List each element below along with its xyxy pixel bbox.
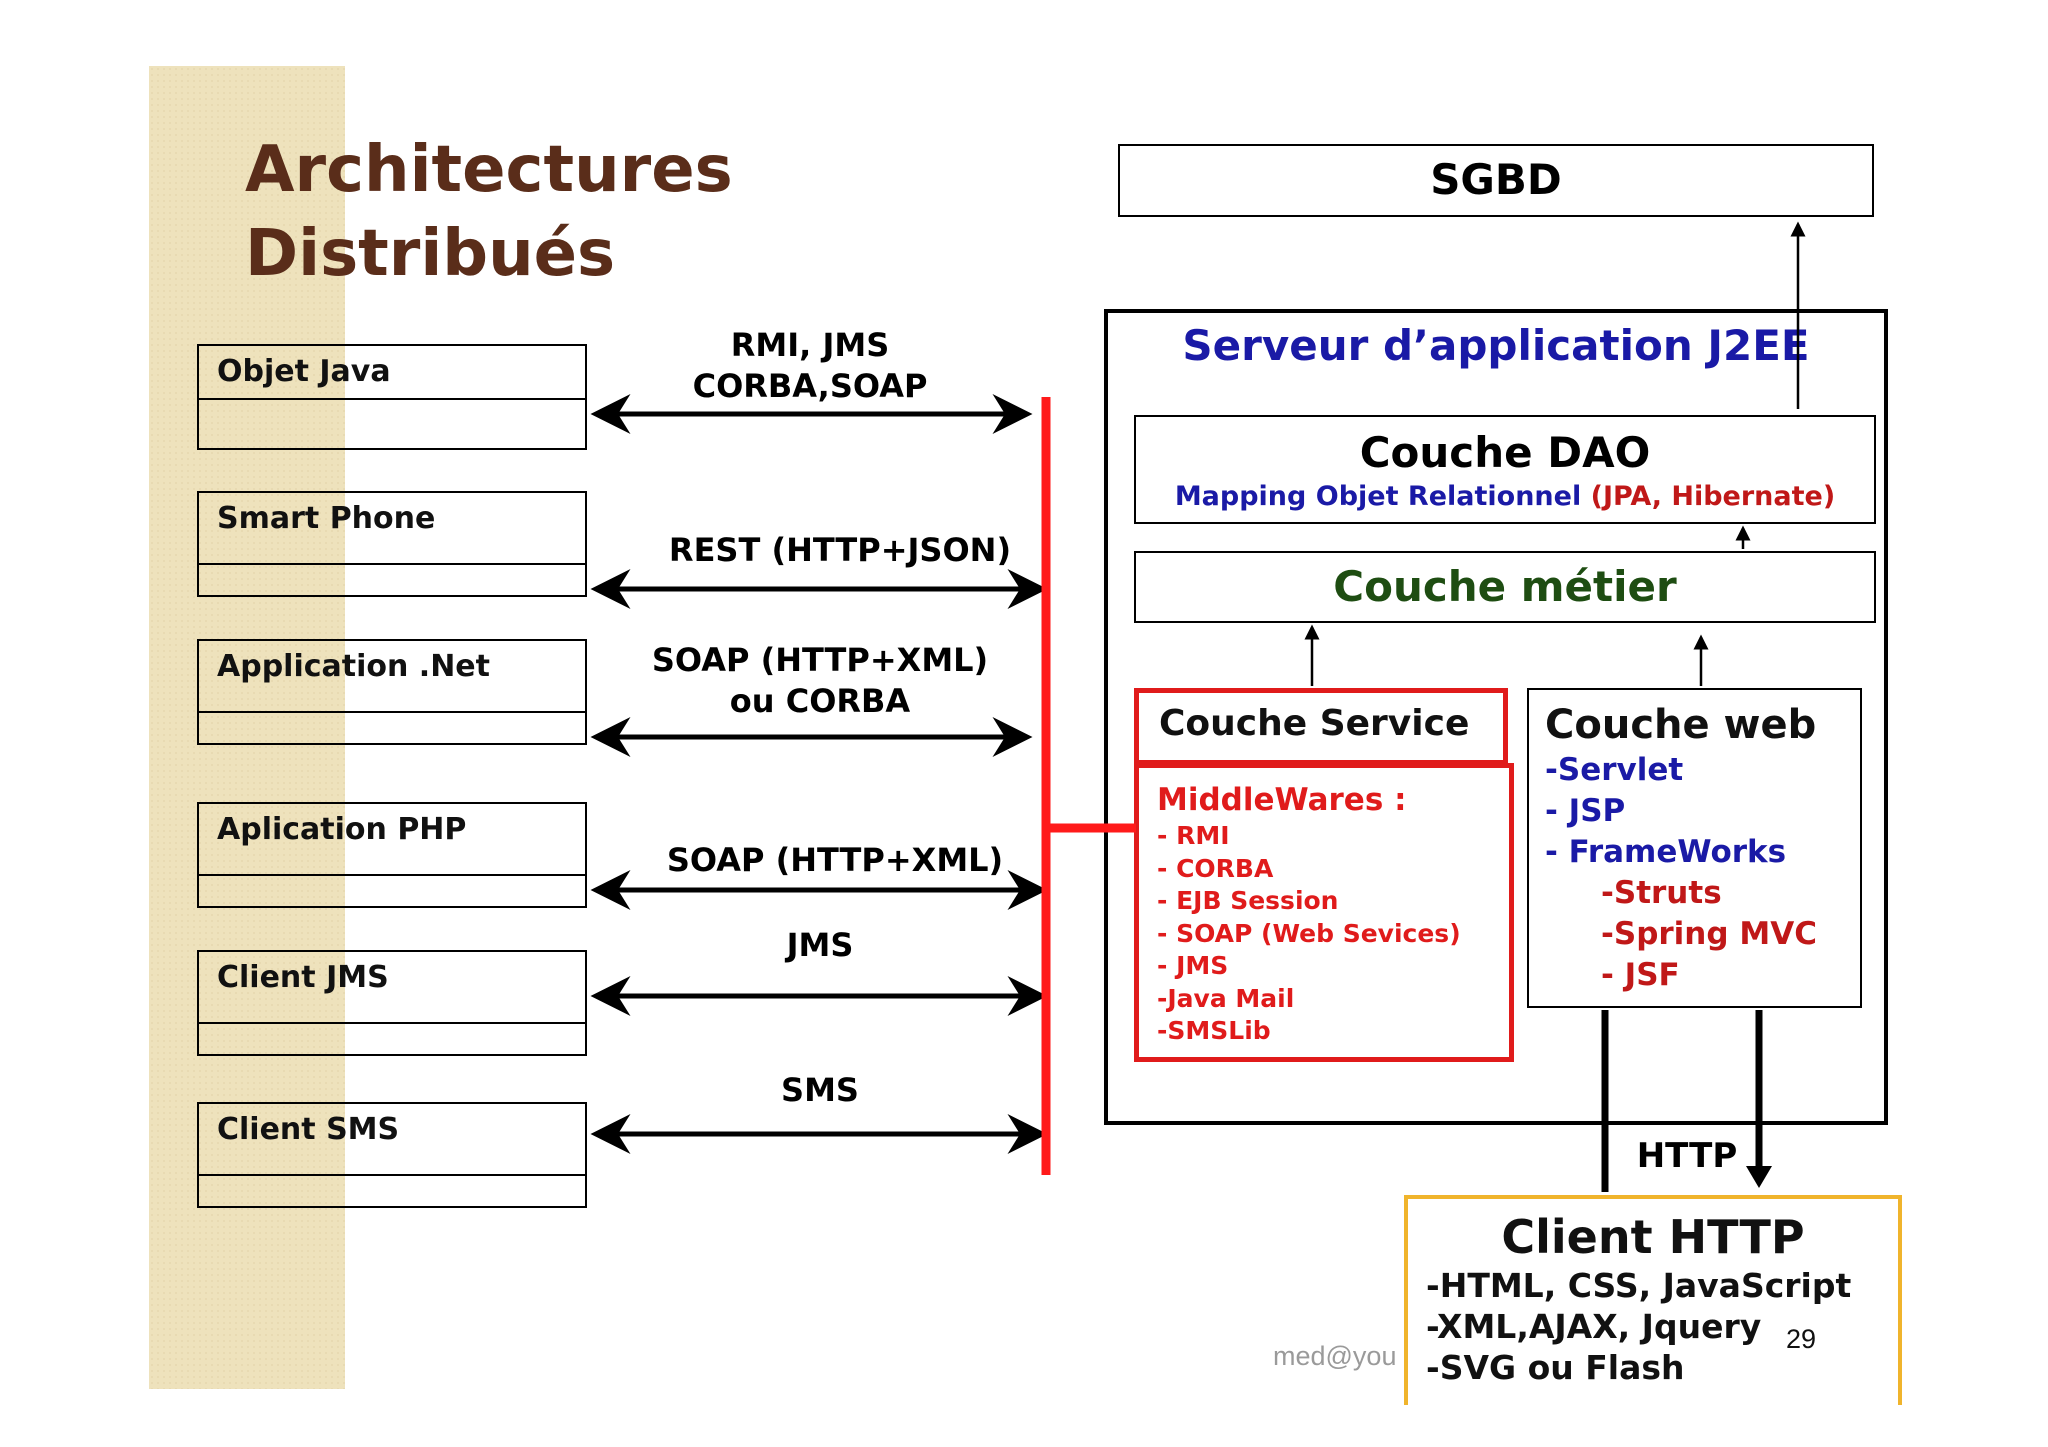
- slide-title: Architectures Distribués: [245, 128, 733, 296]
- protocol-label-sms: SMS: [720, 1070, 920, 1111]
- client-box-client-jms: Client JMS: [197, 950, 587, 1056]
- box-divider: [199, 1022, 585, 1024]
- protocol-label-rest: REST (HTTP+JSON): [640, 530, 1040, 571]
- middleware-item: -SMSLib: [1157, 1016, 1271, 1045]
- http-arrowhead: [1746, 1166, 1772, 1188]
- box-divider: [199, 874, 585, 876]
- client-box-application-php: Aplication PHP: [197, 802, 587, 908]
- client-label: Client SMS: [217, 1112, 400, 1147]
- client-http-box: Client HTTP -HTML, CSS, JavaScript -XML,…: [1404, 1195, 1902, 1405]
- box-divider: [199, 1174, 585, 1176]
- client-label: Smart Phone: [217, 501, 436, 536]
- protocol-line: SMS: [781, 1071, 859, 1109]
- client-box-client-sms: Client SMS: [197, 1102, 587, 1208]
- dao-title: Couche DAO: [1359, 428, 1651, 477]
- client-http-item: -HTML, CSS, JavaScript: [1426, 1266, 1852, 1305]
- middleware-item: - EJB Session: [1157, 886, 1339, 915]
- couche-dao-box: Couche DAO Mapping Objet Relationnel (JP…: [1134, 415, 1876, 524]
- server-title-text: Serveur d’application J2EE: [1182, 321, 1810, 370]
- client-http-item: -SVG ou Flash: [1426, 1348, 1685, 1387]
- client-box-smart-phone: Smart Phone: [197, 491, 587, 597]
- protocol-line: RMI, JMS: [730, 326, 890, 364]
- metier-title: Couche métier: [1333, 562, 1677, 611]
- sgbd-box: SGBD: [1118, 144, 1874, 217]
- box-divider: [199, 563, 585, 565]
- page-number: 29: [1786, 1324, 1817, 1354]
- http-label-text: HTTP: [1636, 1136, 1738, 1176]
- dao-subtitle-red: (JPA, Hibernate): [1590, 481, 1836, 512]
- middleware-title: MiddleWares :: [1157, 782, 1407, 818]
- web-list-red: -Struts -Spring MVC - JSF: [1545, 873, 1860, 996]
- box-divider: [199, 398, 585, 400]
- server-title: Serveur d’application J2EE: [1108, 312, 1884, 380]
- protocol-line: JMS: [786, 926, 854, 964]
- client-label: Objet Java: [217, 354, 391, 389]
- service-title: Couche Service: [1159, 703, 1470, 744]
- title-line-1: Architectures: [245, 133, 733, 207]
- middleware-item: - CORBA: [1157, 853, 1274, 883]
- web-item: -Spring MVC: [1601, 916, 1817, 952]
- protocol-label-soap-corba: SOAP (HTTP+XML) ou CORBA: [630, 640, 1010, 722]
- dao-subtitle-blue: Mapping Objet Relationnel: [1174, 481, 1591, 512]
- web-item: - FrameWorks: [1545, 834, 1787, 870]
- web-item: - JSF: [1601, 957, 1680, 993]
- middleware-item: - RMI: [1157, 821, 1230, 850]
- sgbd-label: SGBD: [1430, 155, 1562, 204]
- footer-author: med@you: [1273, 1341, 1397, 1371]
- protocol-line: REST (HTTP+JSON): [668, 531, 1012, 569]
- couche-service-box: Couche Service: [1134, 688, 1508, 765]
- box-divider: [199, 711, 585, 713]
- middleware-item: - SOAP (Web Sevices): [1157, 918, 1461, 948]
- client-box-application-net: Application .Net: [197, 639, 587, 745]
- http-label: HTTP: [1622, 1136, 1752, 1177]
- web-title: Couche web: [1545, 702, 1817, 748]
- client-label: Aplication PHP: [217, 812, 467, 847]
- client-http-list: -HTML, CSS, JavaScript -XML,AJAX, Jquery…: [1408, 1265, 1898, 1388]
- client-http-item: -XML,AJAX, Jquery: [1426, 1307, 1762, 1346]
- couche-web-box: Couche web -Servlet - JSP - FrameWorks -…: [1527, 688, 1862, 1008]
- dao-subtitle: Mapping Objet Relationnel (JPA, Hibernat…: [1136, 481, 1874, 512]
- middleware-item: - JMS: [1157, 951, 1229, 980]
- web-item: -Servlet: [1545, 752, 1684, 788]
- client-box-objet-java: Objet Java: [197, 344, 587, 450]
- decorative-sidebar: [149, 66, 345, 1389]
- web-item: -Struts: [1601, 875, 1722, 911]
- web-item: - JSP: [1545, 793, 1626, 829]
- protocol-line: ou CORBA: [729, 682, 911, 720]
- middleware-box: MiddleWares : - RMI - CORBA - EJB Sessio…: [1134, 763, 1514, 1062]
- couche-metier-box: Couche métier: [1134, 551, 1876, 623]
- middleware-list: - RMI - CORBA - EJB Session - SOAP (Web …: [1157, 820, 1509, 1048]
- middleware-item: -Java Mail: [1157, 983, 1295, 1013]
- client-label: Client JMS: [217, 960, 389, 995]
- title-line-2: Distribués: [245, 217, 616, 291]
- protocol-label-jms: JMS: [720, 925, 920, 966]
- server-j2ee-container: [1104, 309, 1888, 1125]
- client-label: Application .Net: [217, 649, 490, 684]
- protocol-line: SOAP (HTTP+XML): [651, 641, 989, 679]
- web-list-blue: -Servlet - JSP - FrameWorks: [1545, 750, 1860, 873]
- client-http-title: Client HTTP: [1501, 1210, 1805, 1264]
